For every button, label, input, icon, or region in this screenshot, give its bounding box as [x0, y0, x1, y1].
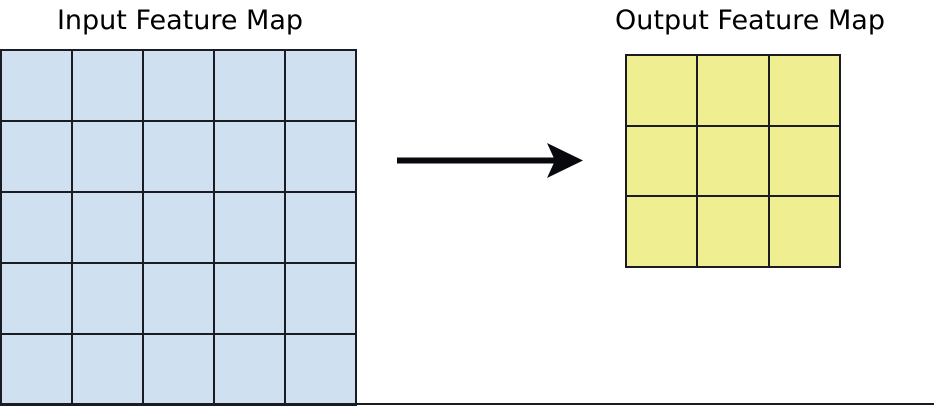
input-feature-map-title: Input Feature Map [56, 5, 304, 36]
output-cell [627, 56, 697, 125]
output-feature-map-title: Output Feature Map [615, 5, 885, 36]
transform-arrow-icon [397, 143, 583, 178]
input-cell [215, 193, 284, 262]
output-feature-map-grid [625, 54, 841, 268]
input-cell [144, 122, 213, 191]
output-cell [769, 197, 839, 266]
input-cell [286, 335, 355, 404]
input-cell [144, 193, 213, 262]
input-cell [286, 193, 355, 262]
input-cell [73, 264, 142, 333]
output-cell [769, 56, 839, 125]
input-cell [215, 51, 284, 120]
input-cell [73, 51, 142, 120]
input-cell [286, 51, 355, 120]
input-cell [215, 122, 284, 191]
arrow-head [547, 143, 583, 178]
output-cell [769, 126, 839, 196]
input-cell [286, 264, 355, 333]
figure-bottom-rule [0, 403, 934, 405]
input-cell [286, 122, 355, 191]
input-cell [144, 51, 213, 120]
output-cell [627, 197, 697, 266]
input-cell [73, 193, 142, 262]
input-cell [2, 264, 71, 333]
output-cell [698, 56, 768, 125]
input-cell [73, 335, 142, 404]
input-cell [2, 193, 71, 262]
input-cell [144, 264, 213, 333]
input-feature-map-grid [0, 49, 357, 406]
input-cell [2, 51, 71, 120]
input-cell [73, 122, 142, 191]
input-cell [144, 335, 213, 404]
output-cell [627, 126, 697, 196]
input-cell [2, 122, 71, 191]
input-cell [215, 264, 284, 333]
output-cell [698, 197, 768, 266]
output-cell [698, 126, 768, 196]
input-cell [215, 335, 284, 404]
input-cell [2, 335, 71, 404]
